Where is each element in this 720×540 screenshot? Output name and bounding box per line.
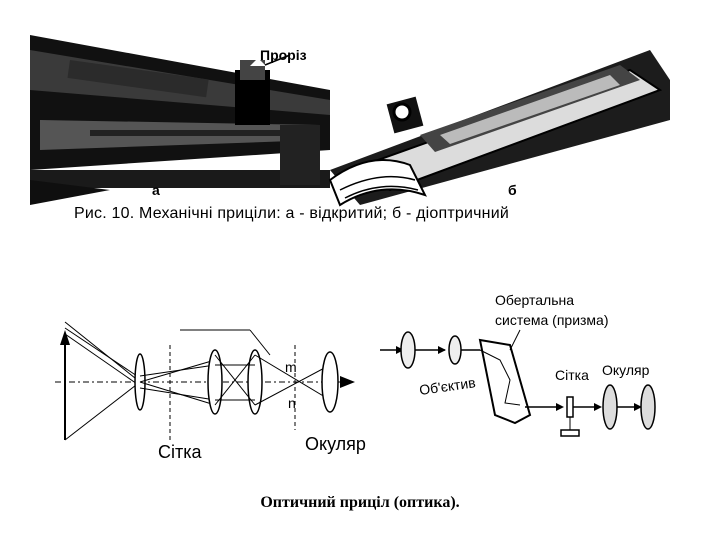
label-reticle: Сітка	[555, 367, 589, 383]
reticle	[566, 396, 574, 418]
label-m: m	[285, 359, 297, 375]
objective-lens-2	[448, 335, 462, 365]
label-objective: Об'єктив	[418, 374, 476, 398]
erector-lens-1	[207, 349, 223, 415]
optical-sight-caption: Оптичний приціл (оптика).	[260, 494, 460, 511]
axis-arrow-head	[340, 376, 355, 388]
label-n: n	[288, 395, 296, 411]
optical-ray-diagram: m n Сітка Окуляр	[55, 321, 366, 462]
prism-sight-diagram: Обертальна система (призма) Об'єктив Сіт…	[380, 292, 656, 437]
eyepiece-lens-1	[602, 384, 618, 430]
mechanical-sights-figure: Проріз a б	[30, 35, 670, 207]
objective-lens-1	[400, 331, 416, 369]
eyepiece-lens-2	[640, 384, 656, 430]
diopter-sight-image	[328, 50, 670, 207]
erecting-prism	[478, 338, 532, 425]
eyepiece-lens	[321, 351, 339, 413]
label-eyepiece: Окуляр	[305, 434, 366, 454]
open-sight-image	[30, 35, 330, 205]
erector-lens-2	[247, 349, 263, 415]
object-arrow-head	[60, 330, 70, 345]
label-prism-line2: система (призма)	[495, 312, 609, 328]
slot-label: Проріз	[260, 47, 307, 63]
label-grid: Сітка	[158, 442, 203, 462]
label-eyepiece-right: Окуляр	[602, 362, 650, 378]
label-b: б	[508, 182, 517, 198]
label-prism-line1: Обертальна	[495, 292, 574, 308]
figure-caption: Рис. 10. Механічні приціли: а - відкрити…	[74, 205, 509, 222]
label-a: a	[152, 182, 160, 198]
